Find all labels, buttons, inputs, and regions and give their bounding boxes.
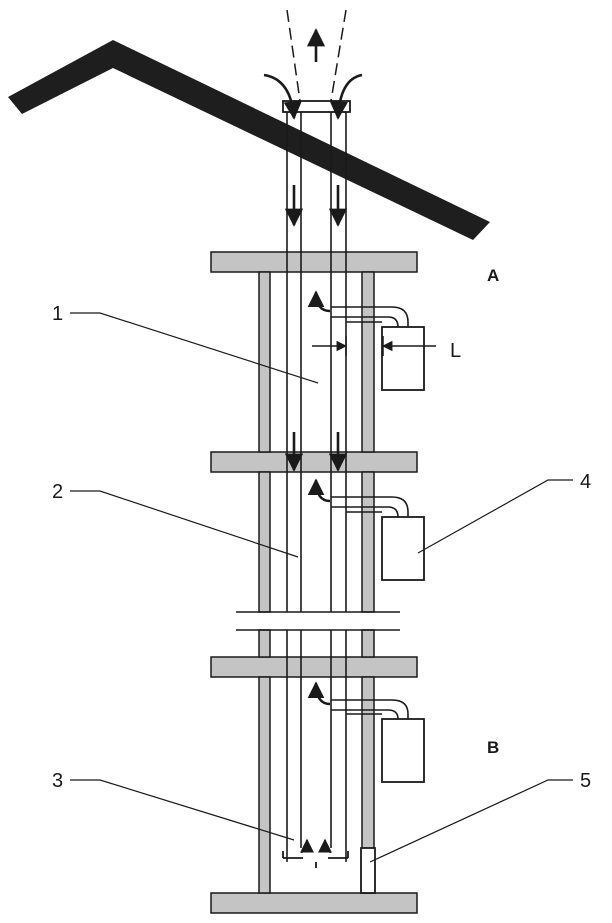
walls [258,271,375,894]
top-flow-arrows [263,28,363,472]
bottom-inlet [282,851,349,868]
boilers [381,326,425,783]
callout-3: 3 [52,770,63,792]
zone-b-label: B [487,738,499,757]
bottom-arrows [299,838,333,853]
terminal-cap [282,100,351,113]
roof [8,40,490,240]
callout-5: 5 [580,770,591,792]
floor-slabs [210,251,418,914]
callout-4: 4 [580,471,591,493]
exhaust-plume [286,9,347,102]
boiler-upper [381,326,425,391]
connection-arrows [307,290,331,706]
boiler-middle [381,516,425,581]
zone-a-label: A [487,266,499,285]
boiler-connections [331,306,409,720]
duct-lines [286,112,347,862]
boiler-lower [381,718,425,783]
dimension-l-label: L [450,340,461,362]
dimension-l [312,336,436,356]
callout-1: 1 [52,303,63,325]
break-lines [236,611,400,631]
leader-lines [70,312,573,863]
callout-2: 2 [52,481,63,503]
condensate-drain [360,847,376,894]
